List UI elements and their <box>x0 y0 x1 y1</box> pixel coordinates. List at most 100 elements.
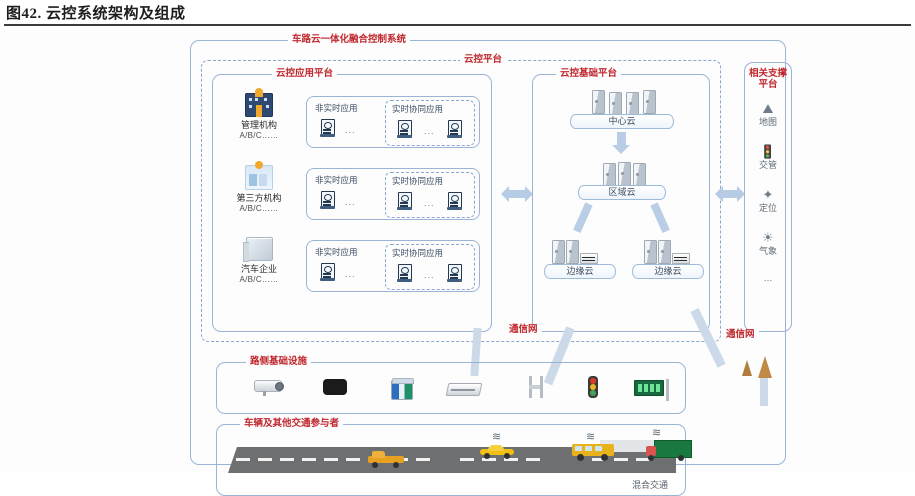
vms-sign-icon <box>634 379 669 401</box>
camera-icon <box>254 380 284 396</box>
org-item-2: 汽车企业 A/B/C…… <box>222 237 296 285</box>
application-row: 非实时应用 ... 实时协同应用 ... <box>306 240 480 292</box>
support-item-more: … <box>742 273 794 284</box>
traffic-light-icon: 🚦 <box>759 144 777 159</box>
edge-cloud-left-disc: 边缘云 <box>544 264 616 279</box>
edge-cabinet-icon <box>672 253 690 264</box>
application-row: 非实时应用 ... 实时协同应用 ... <box>306 96 480 148</box>
lane-dash <box>482 458 496 461</box>
pickup-truck-icon <box>368 451 404 468</box>
ellipsis: ... <box>424 198 435 208</box>
realtime-coop-group: 实时协同应用 ... <box>385 172 475 218</box>
server-rack <box>626 92 639 116</box>
realtime-coop-group: 实时协同应用 ... <box>385 244 475 290</box>
support-platform-label: 相关支撑平台 <box>745 68 791 90</box>
application-icon <box>320 191 335 209</box>
application-icon <box>447 264 462 282</box>
org-item-1: 第三方机构 A/B/C…… <box>222 161 296 214</box>
cell-tower-small-icon <box>742 360 752 376</box>
org-name: 第三方机构 <box>236 193 282 203</box>
ellipsis: ... <box>424 270 435 280</box>
satellite-icon: ✦ <box>762 187 774 202</box>
lane-dash <box>592 458 606 461</box>
vehicle-label: 车辆及其他交通参与者 <box>240 418 344 429</box>
support-item-label: 交管 <box>758 160 777 170</box>
support-item-label: 气象 <box>758 246 777 256</box>
thirdparty-icon <box>245 161 273 190</box>
lane-dash <box>280 458 294 461</box>
server-rack <box>552 240 565 264</box>
lane-dash <box>460 458 474 461</box>
server-rack <box>603 163 616 187</box>
building-icon <box>245 88 273 117</box>
sports-car-icon <box>480 444 514 459</box>
wifi-signal-icon: ≋ <box>492 431 502 443</box>
roadside-label: 路侧基础设施 <box>246 356 312 367</box>
diagram-canvas: 车路云一体化融合控制系统 云控平台 云控应用平台 管理机构 A/B/C…… 第三… <box>0 28 915 496</box>
lane-dash <box>346 458 360 461</box>
support-platform-boundary <box>744 62 792 332</box>
org-sub: A/B/C…… <box>239 204 279 213</box>
realtime-title: 实时协同应用 <box>392 248 444 258</box>
tower-base-beam <box>760 378 768 406</box>
center-to-regional-arrow <box>612 132 630 154</box>
map-icon: ⛰ <box>762 101 774 116</box>
server-rack <box>658 240 671 264</box>
app-platform-label: 云控应用平台 <box>272 68 338 79</box>
lane-dash <box>258 458 272 461</box>
system-label: 车路云一体化融合控制系统 <box>288 34 411 45</box>
server-rack <box>592 90 605 114</box>
rsu-icon <box>391 378 414 400</box>
server-rack <box>633 163 646 187</box>
container-truck-icon <box>646 440 692 461</box>
support-item-traffic: 🚦 交管 <box>742 144 794 171</box>
comm-label-left: 通信网 <box>505 324 542 335</box>
org-name: 管理机构 <box>240 120 277 130</box>
edge-switch-icon <box>445 383 483 396</box>
server-stack-icon <box>242 237 273 262</box>
traffic-light-icon <box>588 376 598 398</box>
support-item-positioning: ✦ 定位 <box>742 187 794 214</box>
center-cloud-disc: 中心云 <box>570 114 674 129</box>
wifi-signal-icon: ≋ <box>586 431 596 443</box>
weather-sun-icon: ☀ <box>762 230 774 245</box>
server-rack <box>618 162 631 186</box>
realtime-title: 实时协同应用 <box>392 104 444 114</box>
radar-icon <box>323 379 347 395</box>
application-icon <box>397 264 412 282</box>
ellipsis: ... <box>345 125 356 135</box>
server-rack <box>566 240 579 264</box>
lane-dash <box>236 458 250 461</box>
lane-dash <box>504 458 518 461</box>
lane-dash <box>324 458 338 461</box>
support-item-label: 地图 <box>758 117 777 127</box>
realtime-title: 实时协同应用 <box>392 176 444 186</box>
lane-dash <box>526 458 540 461</box>
base-support-connector-arrow <box>715 186 745 202</box>
lane-dash <box>636 458 650 461</box>
comm-label-right: 通信网 <box>722 329 759 340</box>
support-item-weather: ☀ 气象 <box>742 230 794 257</box>
non-realtime-title: 非实时应用 <box>315 247 358 257</box>
application-icon <box>320 119 335 137</box>
org-sub: A/B/C…… <box>239 131 279 140</box>
application-icon <box>447 120 462 138</box>
app-platform-boundary <box>212 74 492 332</box>
support-item-label: 定位 <box>758 203 777 213</box>
application-icon <box>320 263 335 281</box>
edge-cabinet-icon <box>580 253 598 264</box>
application-icon <box>397 192 412 210</box>
cell-tower-large-icon <box>758 356 772 378</box>
org-sub: A/B/C…… <box>239 275 279 284</box>
mixed-traffic-caption: 混合交通 <box>632 480 669 490</box>
server-rack <box>643 90 656 114</box>
application-icon <box>397 120 412 138</box>
app-base-connector-arrow <box>501 186 533 202</box>
support-title-text: 相关支撑平台 <box>748 68 787 90</box>
lane-dash <box>416 458 430 461</box>
lane-dash <box>302 458 316 461</box>
cloud-platform-label: 云控平台 <box>460 54 507 65</box>
base-platform-label: 云控基础平台 <box>556 68 622 79</box>
support-item-map: ⛰ 地图 <box>742 101 794 128</box>
application-icon <box>447 192 462 210</box>
